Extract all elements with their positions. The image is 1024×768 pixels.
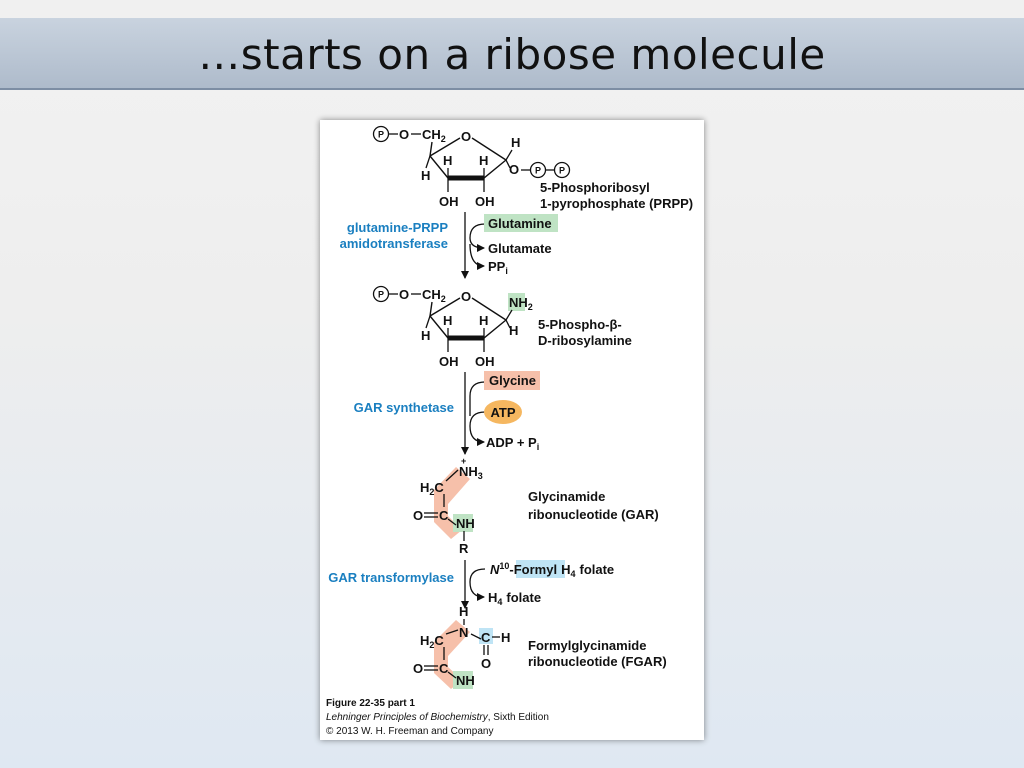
- atom-o: O: [399, 287, 409, 302]
- reaction-step-2: Glycine ATP ADP + Pi GAR synthetase: [354, 371, 540, 455]
- enzyme-name-line1: glutamine-PRPP: [347, 220, 448, 235]
- reaction-step-1: Glutamine Glutamate PPi glutamine-PRPP a…: [340, 212, 558, 279]
- glycine-moiety-highlight: [434, 467, 470, 539]
- atom-h: H: [421, 328, 430, 343]
- amide-nh: NH: [456, 516, 475, 531]
- prpp-name-line1: 5-Phosphoribosyl: [540, 180, 650, 195]
- fgar-structure: H N C H O H2C C O NH: [413, 604, 510, 689]
- atp-highlight: [484, 400, 522, 424]
- formyl-carbon-highlight: [479, 628, 493, 644]
- slide-title: …starts on a ribose molecule: [198, 30, 826, 79]
- prpp-structure: P O CH2 O H O P P H H H OH OH: [372, 125, 571, 209]
- atom-h: H: [443, 153, 452, 168]
- formyl-h: H: [501, 630, 510, 645]
- ribosylamine-structure: P O CH2 O NH2 H H H H OH OH: [372, 285, 533, 369]
- figure-copyright: © 2013 W. H. Freeman and Company: [326, 726, 493, 737]
- enzyme-gar-transformylase: GAR transformylase: [328, 570, 454, 585]
- enzyme-name-line2: amidotransferase: [340, 236, 448, 251]
- phosphate-label: P: [535, 166, 541, 176]
- atom-ch2: CH2: [422, 127, 446, 144]
- glutamine-highlight: [484, 214, 558, 232]
- atom-h: H: [509, 323, 518, 338]
- atom-ch2: CH2: [422, 287, 446, 304]
- substrate-atp: ATP: [490, 405, 515, 420]
- atom-h2c: H2C: [420, 633, 444, 650]
- ammonium-group: NH3: [459, 464, 483, 481]
- fgar-name-line1: Formylglycinamide: [528, 638, 646, 653]
- ring-oxygen: O: [461, 289, 471, 304]
- amine-group: NH2: [509, 295, 533, 312]
- phosphate-label: P: [559, 166, 565, 176]
- gar-structure: + NH3 H2C C O NH R: [413, 456, 483, 556]
- gar-name-line1: Glycinamide: [528, 489, 605, 504]
- ribose-r-group: R: [459, 541, 469, 556]
- atom-h: H: [459, 604, 468, 619]
- hydroxyl-group: OH: [475, 354, 495, 369]
- atom-n: N: [459, 625, 468, 640]
- product-ppi: PPi: [488, 259, 508, 276]
- enzyme-gar-synthetase: GAR synthetase: [354, 400, 454, 415]
- substrate-glycine: Glycine: [489, 373, 536, 388]
- formyl-carbon: C: [481, 630, 491, 645]
- ribosylamine-name-line2: D-ribosylamine: [538, 333, 632, 348]
- formyl-oxygen: O: [481, 656, 491, 671]
- pathway-figure: P O CH2 O H O P P H H H OH OH 5-Phosphor…: [320, 120, 704, 740]
- ring-oxygen: O: [461, 129, 471, 144]
- glycine-highlight: [484, 371, 540, 390]
- fgar-name-line2: ribonucleotide (FGAR): [528, 654, 667, 669]
- prpp-name-line2: 1-pyrophosphate (PRPP): [540, 196, 693, 211]
- carbonyl-oxygen: O: [413, 508, 423, 523]
- gar-name-line2: ribonucleotide (GAR): [528, 507, 659, 522]
- amide-nh: NH: [456, 673, 475, 688]
- amine-highlight: [508, 293, 525, 311]
- carbonyl-carbon: C: [439, 508, 449, 523]
- hydroxyl-group: OH: [475, 194, 495, 209]
- atom-o-link: O: [509, 162, 519, 177]
- atom-h: H: [421, 168, 430, 183]
- carbonyl-oxygen: O: [413, 661, 423, 676]
- atom-h2c: H2C: [420, 480, 444, 497]
- charge-plus: +: [461, 456, 466, 466]
- figure-label: Figure 22-35 part 1: [326, 698, 415, 709]
- hydroxyl-group: OH: [439, 194, 459, 209]
- pathway-diagram: P O CH2 O H O P P H H H OH OH 5-Phosphor…: [326, 125, 693, 737]
- atom-o: O: [399, 127, 409, 142]
- figure-source: Lehninger Principles of Biochemistry, Si…: [326, 712, 549, 723]
- atom-h: H: [479, 313, 488, 328]
- formyl-highlight: [516, 560, 565, 578]
- atom-h: H: [443, 313, 452, 328]
- atom-h: H: [479, 153, 488, 168]
- slide-title-bar: …starts on a ribose molecule: [0, 18, 1024, 90]
- phosphate-label: P: [378, 290, 384, 300]
- slide-top-strip: [0, 0, 1024, 18]
- ribosylamine-name-line1: 5-Phospho-β-: [538, 317, 622, 332]
- amide-nh-highlight: [453, 514, 473, 532]
- atom-h: H: [511, 135, 520, 150]
- phosphate-label: P: [378, 130, 384, 140]
- substrate-glutamine: Glutamine: [488, 216, 552, 231]
- carbonyl-carbon: C: [439, 661, 449, 676]
- glycine-moiety-highlight: [434, 620, 470, 689]
- hydroxyl-group: OH: [439, 354, 459, 369]
- product-adp-pi: ADP + Pi: [486, 435, 539, 452]
- product-glutamate: Glutamate: [488, 241, 552, 256]
- phosphate-circle: [372, 125, 390, 143]
- amide-nh-highlight: [453, 671, 473, 689]
